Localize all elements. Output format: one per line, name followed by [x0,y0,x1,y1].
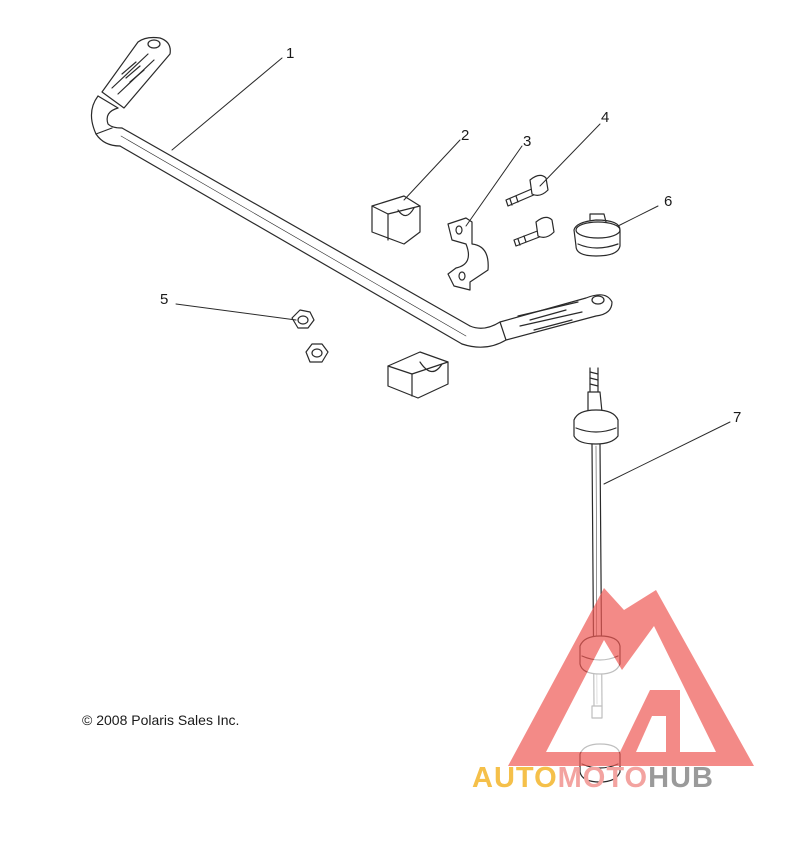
leader-lines [171,57,731,485]
bolt-lower [513,216,555,247]
watermark-text-hub: HUB [648,762,714,794]
callout-1: 1 [286,45,295,62]
stabilizer-bar [90,36,613,348]
nut-upper [291,309,315,329]
callout-2: 2 [461,127,470,144]
grommet [573,213,621,257]
watermark-text: AUTOMOTOHUB [472,764,714,793]
bushing-upper [371,195,421,245]
callout-5: 5 [160,291,169,308]
callout-6: 6 [664,193,673,210]
copyright-notice: © 2008 Polaris Sales Inc. [82,712,240,728]
watermark-logo-icon [508,588,754,766]
nut-lower [305,343,329,363]
callout-3: 3 [523,133,532,150]
callout-4: 4 [601,109,610,126]
callout-7: 7 [733,409,742,426]
bolt-upper [505,174,549,207]
watermark-text-moto: MOTO [557,762,649,794]
bushing-lower [387,351,449,399]
clamp-bracket [447,217,489,291]
watermark-text-auto: AUTO [472,762,558,794]
